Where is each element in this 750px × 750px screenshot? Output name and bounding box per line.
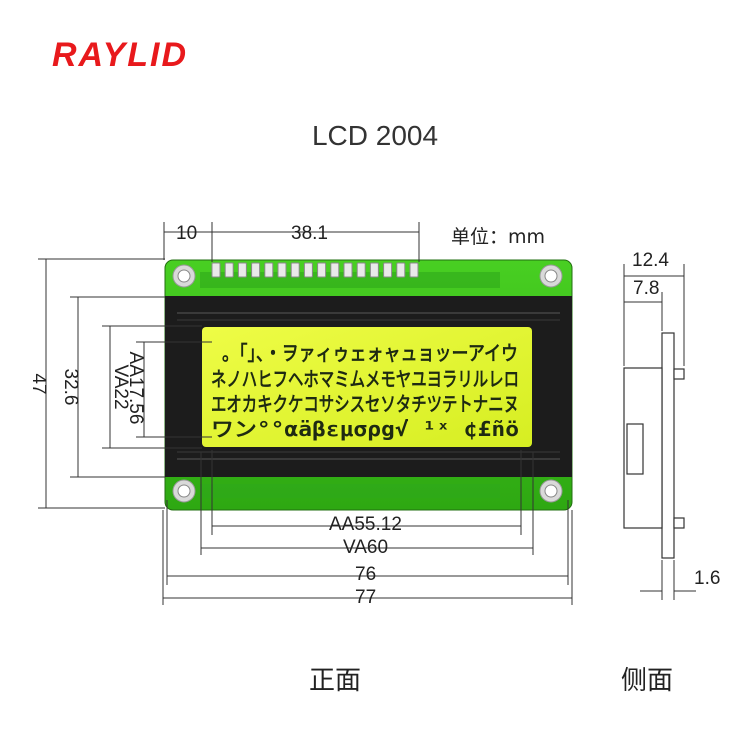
dim-overall-width: 77 (355, 587, 377, 608)
caption-side: 侧面 (621, 666, 674, 696)
header-pin (369, 262, 379, 278)
dim-side-pcb: 1.6 (694, 568, 721, 589)
mounting-hole-bottom-left (172, 479, 196, 503)
caption-front: 正面 (309, 666, 362, 696)
dim-overall-height: 47 (28, 373, 49, 395)
lcd-row-3: エオカキクケコサシスセソタチツテトナニヌ (211, 392, 519, 416)
header-pin (264, 262, 274, 278)
lcd-module-front: 。「」、・ヲァィゥェォャュョッーアイウ ネノハヒフヘホマミムメモヤユヨラリルレロ… (164, 259, 573, 511)
header-pin (224, 262, 234, 278)
pcb-trace-area-bottom (200, 484, 500, 498)
dim-active-area-height: AA17.56 (125, 351, 146, 425)
header-pin (409, 262, 419, 278)
side-dimension-lines (623, 264, 696, 600)
mounting-hole-top-right (539, 264, 563, 288)
lcd-module-side (623, 332, 685, 559)
header-pin (277, 262, 287, 278)
header-pin (211, 262, 221, 278)
pcb-trace-area-top (200, 272, 500, 288)
unit-label: 单位：mm (451, 226, 546, 248)
mounting-hole-top-left (172, 264, 196, 288)
dim-pin-span: 38.1 (291, 223, 328, 244)
header-pin (383, 262, 393, 278)
lcd-row-2: ネノハヒフヘホマミムメモヤユヨラリルレロ (211, 367, 519, 391)
header-pin (343, 262, 353, 278)
pin-header (211, 262, 419, 278)
header-pin (396, 262, 406, 278)
header-pin (290, 262, 300, 278)
header-pin (237, 262, 247, 278)
dimension-lines (38, 222, 573, 605)
header-pin (356, 262, 366, 278)
lcd-screen (202, 327, 532, 447)
side-pin-top (673, 368, 685, 380)
lcd-row-1: 。「」、・ヲァィゥェォャュョッーアイウ (222, 341, 518, 365)
dim-viewing-area-width: VA60 (343, 537, 389, 558)
brand-logo: RAYLID (52, 36, 189, 74)
header-pin (317, 262, 327, 278)
dim-pin-offset: 10 (176, 223, 198, 244)
page-title: LCD 2004 (311, 120, 439, 151)
lcd-character-rows: 。「」、・ヲァィゥェォャュョッーアイウ ネノハヒフヘホマミムメモヤユヨラリルレロ… (211, 341, 519, 441)
side-pin-bottom (673, 517, 685, 529)
mounting-hole-bottom-right (539, 479, 563, 503)
lcd-row-4: ワン°°αäβεμσρg√ ¹ˣ ¢£ñö (211, 417, 519, 441)
side-window (626, 423, 644, 475)
side-pcb (661, 332, 675, 559)
dim-active-area-width: AA55.12 (329, 514, 402, 535)
dim-side-total: 12.4 (632, 250, 669, 271)
header-pin (303, 262, 313, 278)
header-pin (330, 262, 340, 278)
dim-side-module: 7.8 (633, 278, 660, 299)
header-pin (251, 262, 261, 278)
dim-bezel-height: 32.6 (60, 368, 81, 406)
dim-hole-span-width: 76 (355, 564, 377, 585)
